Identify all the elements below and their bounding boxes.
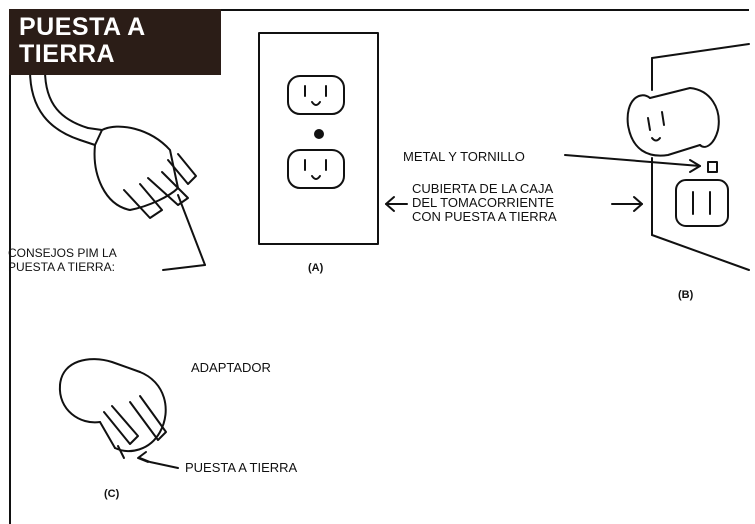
caption-b: (B)	[678, 289, 694, 301]
title-banner	[9, 9, 221, 75]
metal-screw-label: METAL Y TORNILLO	[403, 149, 525, 164]
adapter-illustration	[58, 358, 167, 459]
caption-c: (C)	[104, 488, 120, 500]
outlet-plate-a	[258, 32, 379, 245]
arrow-to-cover	[611, 196, 643, 212]
tips-label: CONSEJOS PIM LA PUESTA A TIERRA:	[8, 246, 117, 274]
arrow-ground	[137, 451, 179, 469]
caption-a: (A)	[308, 262, 324, 274]
arrow-metal-screw	[564, 154, 701, 173]
ground-label: PUESTA A TIERRA	[185, 460, 298, 475]
arrow-to-plate	[385, 196, 408, 212]
diagram-frame	[9, 9, 749, 524]
grounded-plug-illustration	[29, 69, 197, 219]
outlet-box-b	[626, 43, 750, 271]
cover-label: CUBIERTA DE LA CAJA DEL TOMACORRIENTE CO…	[412, 181, 557, 224]
tips-pointers	[162, 194, 206, 271]
adapter-label: ADAPTADOR	[191, 360, 271, 375]
page-title: PUESTA A TIERRA	[19, 13, 146, 68]
